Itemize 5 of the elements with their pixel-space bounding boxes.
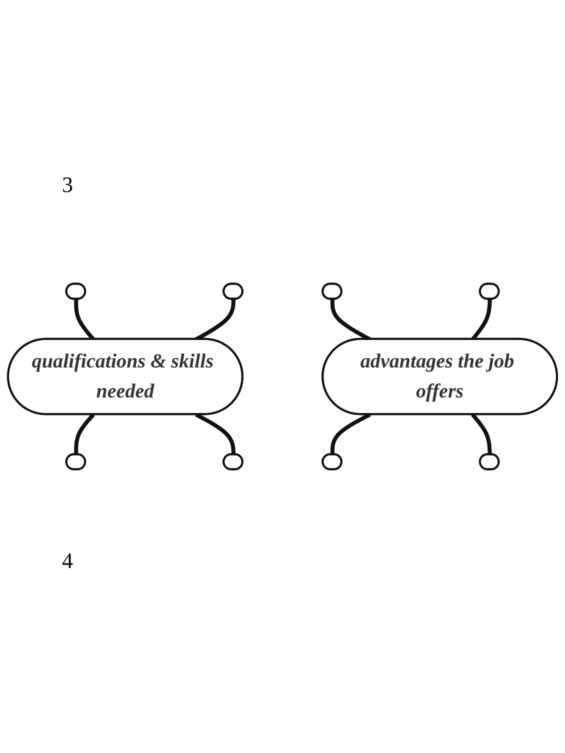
connector	[74, 413, 95, 455]
section-number: 3	[62, 172, 73, 198]
connector	[471, 413, 492, 455]
connector	[195, 412, 236, 455]
section-number: 4	[62, 548, 73, 574]
